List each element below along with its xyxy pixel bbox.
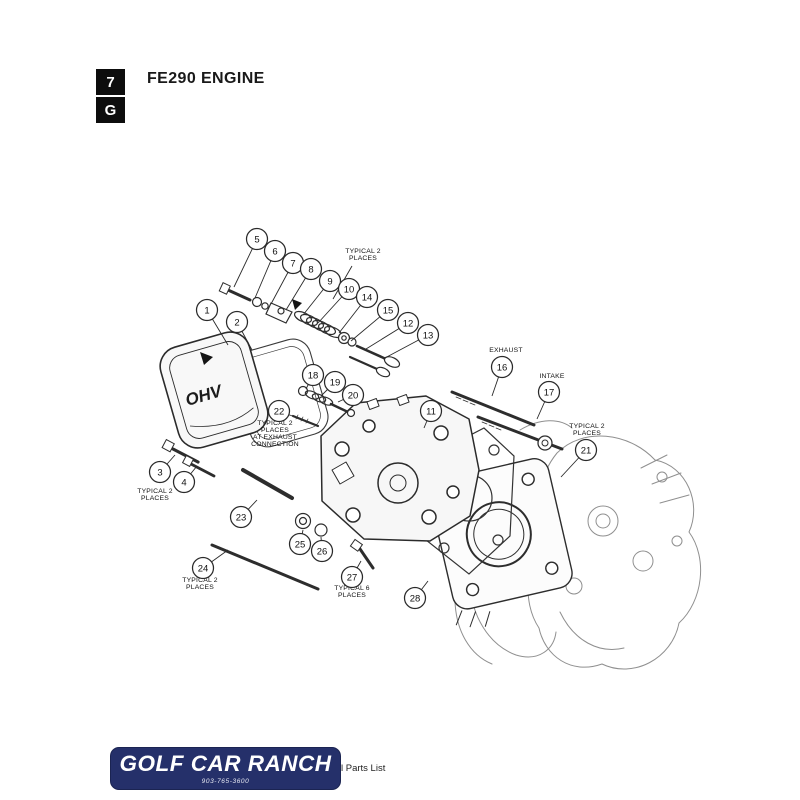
svg-text:9: 9 (327, 276, 332, 287)
head-studs (450, 390, 564, 451)
svg-text:12: 12 (403, 318, 414, 329)
footer-partial-text: l Parts List (341, 763, 386, 774)
cylinder-head (320, 394, 480, 542)
svg-text:16: 16 (497, 362, 508, 373)
callout-24: 24 (191, 556, 215, 580)
svg-text:28: 28 (410, 593, 421, 604)
callout-27: 27 (340, 565, 364, 589)
svg-text:4: 4 (181, 477, 186, 488)
svg-text:7: 7 (290, 258, 295, 269)
callout-12: 12 (396, 311, 420, 335)
callout-28: 28 (403, 586, 427, 610)
callout-17: 17 (537, 380, 561, 404)
valvetrain-parts (218, 282, 401, 428)
svg-text:1: 1 (204, 305, 209, 316)
callout-15: 15 (376, 298, 400, 322)
svg-text:23: 23 (236, 512, 247, 523)
svg-text:26: 26 (317, 546, 328, 557)
callout-4: 4 (172, 470, 196, 494)
callout-16: 16 (490, 355, 514, 379)
callout-6: 6 (263, 239, 287, 263)
callout-13: 13 (416, 323, 440, 347)
svg-text:5: 5 (254, 234, 259, 245)
callout-1: 1 (195, 298, 219, 322)
golf-car-ranch-logo: GOLF CAR RANCH 903-765-3600 (110, 747, 341, 790)
svg-text:10: 10 (344, 284, 355, 295)
svg-text:20: 20 (348, 390, 359, 401)
callout-23: 23 (229, 505, 253, 529)
svg-text:2: 2 (234, 317, 239, 328)
callout-22: 22 (267, 399, 291, 423)
orientation-arrow-icon (200, 352, 213, 365)
callout-2: 2 (225, 310, 249, 334)
svg-text:6: 6 (272, 246, 277, 257)
svg-text:22: 22 (274, 406, 285, 417)
svg-text:18: 18 (308, 370, 319, 381)
callout-20: 20 (341, 383, 365, 407)
diagram-label: EXHAUST (489, 347, 523, 354)
page-title: FE290 ENGINE (147, 70, 265, 87)
callout-25: 25 (288, 532, 312, 556)
svg-text:25: 25 (295, 539, 306, 550)
callout-14: 14 (355, 285, 379, 309)
svg-text:17: 17 (544, 387, 555, 398)
callout-9: 9 (318, 269, 342, 293)
svg-text:24: 24 (198, 563, 209, 574)
section-letter-badge: G (96, 97, 125, 123)
callout-18: 18 (301, 363, 325, 387)
callout-5: 5 (245, 227, 269, 251)
section-number-badge: 7 (96, 69, 125, 95)
svg-text:3: 3 (157, 467, 162, 478)
callout-3: 3 (148, 460, 172, 484)
svg-text:21: 21 (581, 445, 592, 456)
svg-text:15: 15 (383, 305, 394, 316)
callout-8: 8 (299, 257, 323, 281)
svg-text:13: 13 (423, 330, 434, 341)
diagram-label: INTAKE (539, 373, 565, 380)
svg-text:8: 8 (308, 264, 313, 275)
svg-text:14: 14 (362, 292, 373, 303)
logo-text: GOLF CAR RANCH (119, 750, 332, 776)
svg-text:11: 11 (426, 406, 436, 417)
callout-10: 10 (337, 277, 361, 301)
svg-text:19: 19 (330, 377, 341, 388)
callout-26: 26 (310, 539, 334, 563)
svg-text:27: 27 (347, 572, 358, 583)
callout-21: 21 (574, 438, 598, 462)
callout-19: 19 (323, 370, 347, 394)
callout-11: 11 (419, 399, 443, 423)
logo-phone: 903-765-3600 (201, 777, 250, 785)
bolts-rods-lifters (161, 438, 375, 591)
valve-cover: OHV (159, 331, 269, 449)
